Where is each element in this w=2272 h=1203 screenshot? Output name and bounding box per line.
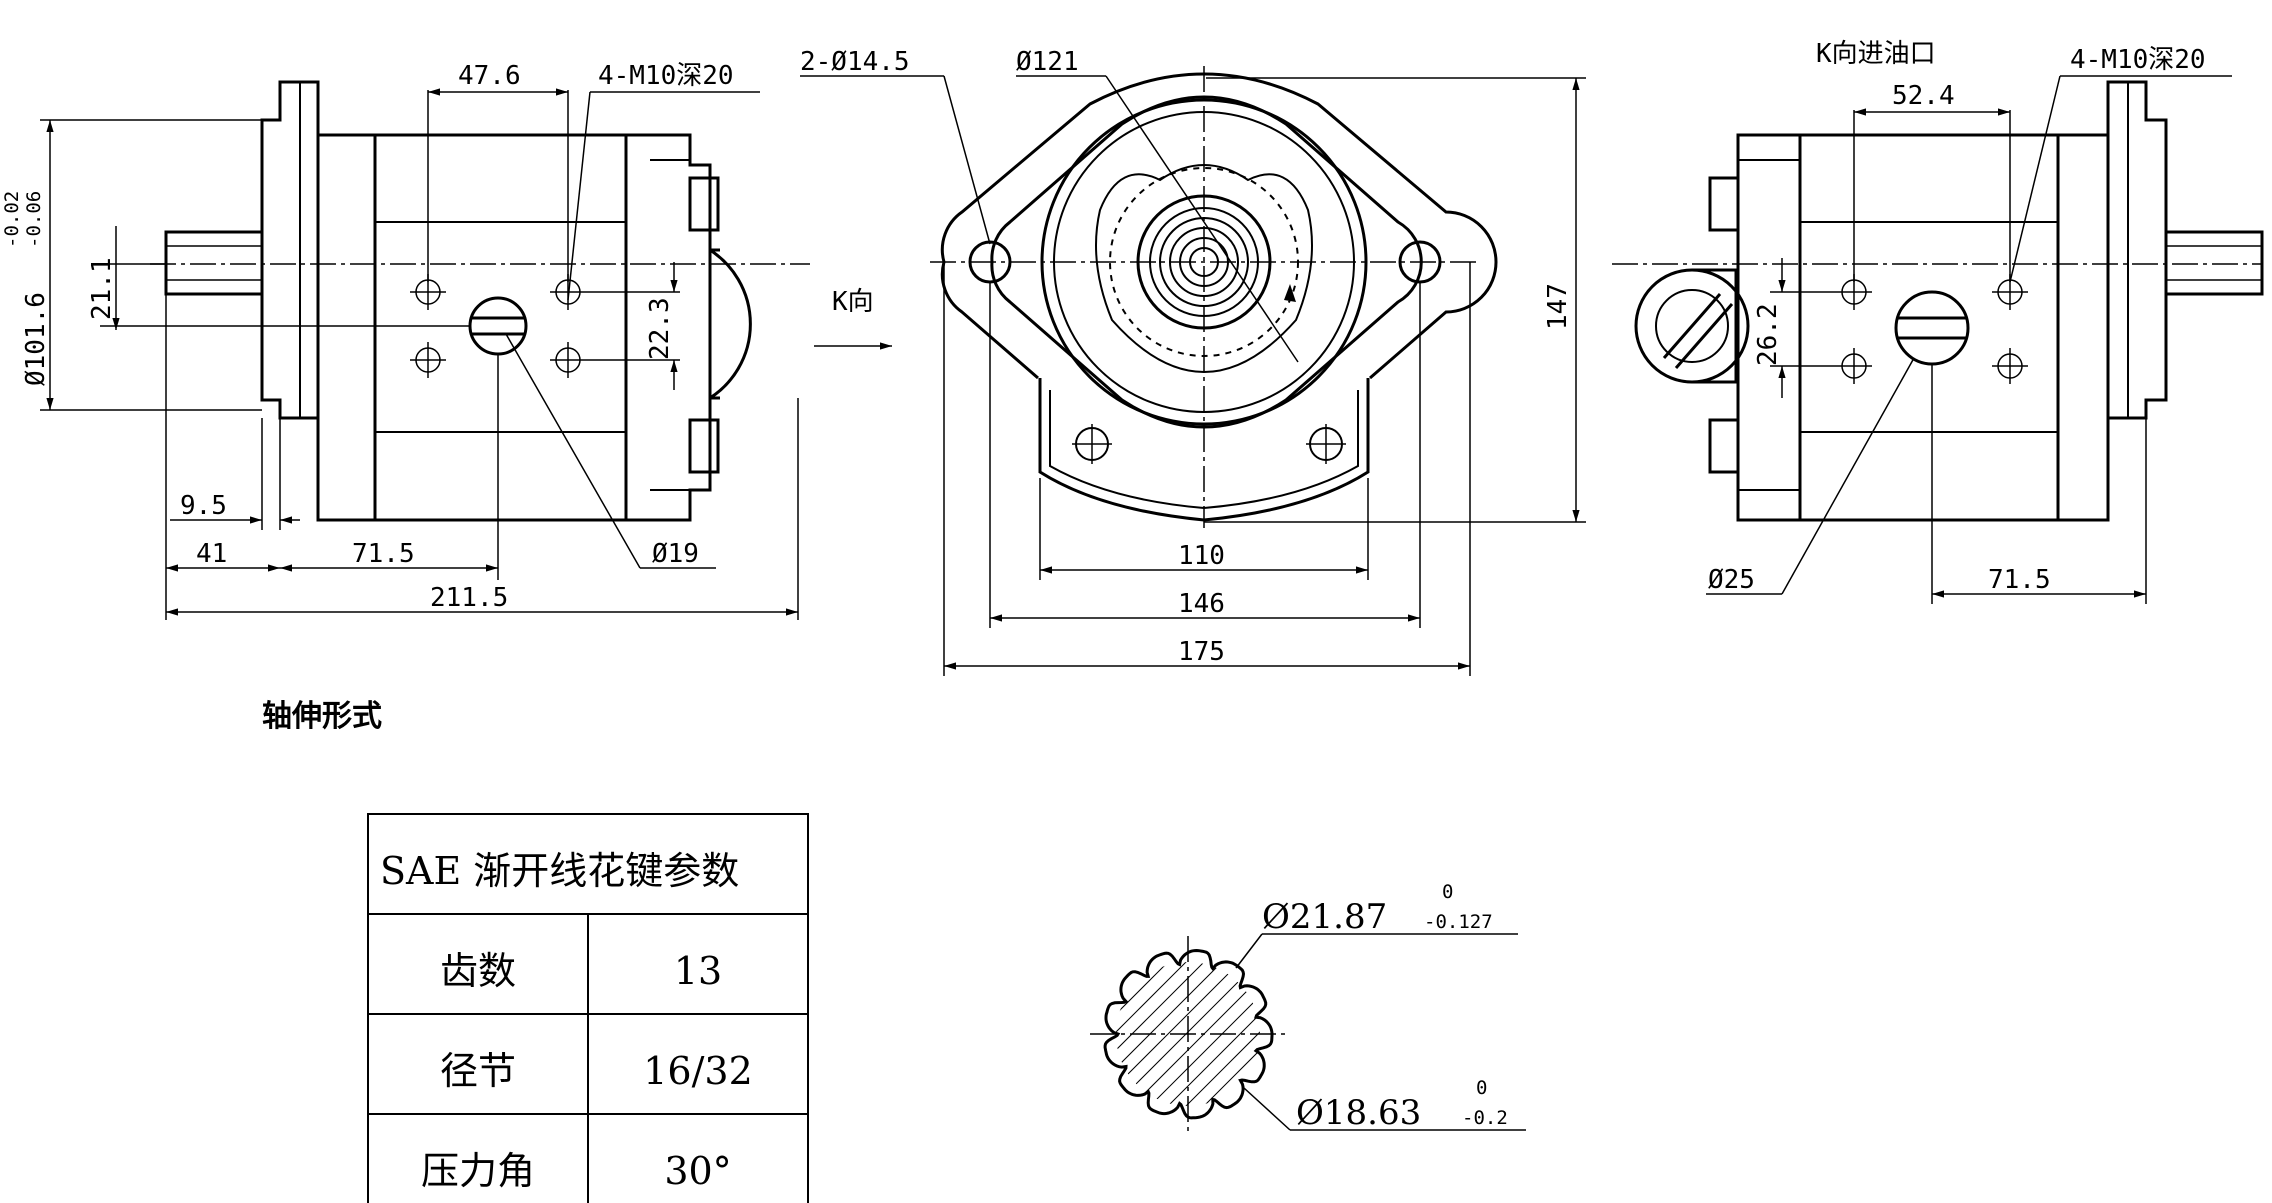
center-dim-pilot-dia: Ø121 bbox=[1016, 47, 1079, 77]
right-dim-71-5: 71.5 bbox=[1988, 565, 2051, 595]
left-dim-flange-tol-upper: -0.02 bbox=[1, 191, 23, 248]
left-dim-21-1: 21.1 bbox=[87, 257, 117, 320]
spline-row-value: 16/32 bbox=[643, 1049, 753, 1093]
spline-minor-tol-upper: 0 bbox=[1476, 1077, 1487, 1099]
spline-row-value: 30° bbox=[664, 1149, 731, 1193]
left-dim-22-3: 22.3 bbox=[645, 297, 675, 360]
section-hatch-line bbox=[1116, 962, 1197, 1106]
spline-parameter-table: SAE 渐开线花键参数 齿数 13 径节 16/32 压力角 30° bbox=[367, 813, 809, 1203]
spline-row-label: 径节 bbox=[440, 1049, 516, 1093]
right-view: K向进油口 bbox=[1612, 39, 2264, 604]
left-dim-flange-dia: Ø101.6 bbox=[21, 292, 51, 386]
spline-row-label: 压力角 bbox=[421, 1149, 535, 1193]
k-view-arrow-label: K向 bbox=[832, 287, 874, 317]
spline-major-tol-upper: 0 bbox=[1442, 881, 1453, 903]
section-hatch-line bbox=[906, 934, 1106, 1134]
center-dim-mount-holes: 2-Ø14.5 bbox=[800, 47, 910, 77]
section-hatch-line bbox=[888, 934, 1088, 1134]
right-dim-port-dia: Ø25 bbox=[1708, 565, 1755, 595]
spline-major-tol-lower: -0.127 bbox=[1424, 911, 1493, 933]
section-hatch-line bbox=[1139, 962, 1260, 1106]
spline-row-value: 13 bbox=[674, 949, 722, 993]
right-dim-26-2: 26.2 bbox=[1753, 303, 1783, 366]
left-dim-9-5: 9.5 bbox=[180, 491, 227, 521]
spline-section: Ø21.87 0 -0.127 Ø18.63 0 -0.2 bbox=[888, 881, 1526, 1134]
left-dim-47-6: 47.6 bbox=[458, 61, 521, 91]
center-view: 2-Ø14.5 Ø121 147 110 146 175 bbox=[800, 47, 1586, 676]
left-dim-port-dia: Ø19 bbox=[652, 539, 699, 569]
spline-row-label: 齿数 bbox=[440, 949, 516, 993]
section-hatch-line bbox=[1175, 962, 1260, 1106]
left-dim-flange-tol-lower: -0.06 bbox=[23, 191, 45, 248]
left-dim-tapped-holes: 4-M10深20 bbox=[598, 61, 734, 91]
center-dim-147: 147 bbox=[1543, 283, 1573, 330]
shaft-form-caption: 轴伸形式 bbox=[262, 699, 382, 734]
center-dim-146: 146 bbox=[1178, 589, 1225, 619]
left-view: 47.6 4-M10深20 Ø101.6 -0.02 -0.06 21.1 22… bbox=[1, 61, 892, 620]
right-dim-52-4: 52.4 bbox=[1892, 81, 1955, 111]
section-hatch-line bbox=[1116, 962, 1215, 1106]
center-dim-175: 175 bbox=[1178, 637, 1225, 667]
spline-minor-dia: Ø18.63 bbox=[1296, 1093, 1421, 1133]
right-dim-tapped-holes: 4-M10深20 bbox=[2070, 45, 2206, 75]
spline-minor-tol-lower: -0.2 bbox=[1462, 1107, 1508, 1129]
left-dim-71-5: 71.5 bbox=[352, 539, 415, 569]
right-view-title: K向进油口 bbox=[1816, 39, 1936, 69]
left-dim-211-5: 211.5 bbox=[430, 583, 508, 613]
spline-major-dia: Ø21.87 bbox=[1262, 897, 1387, 937]
center-dim-110: 110 bbox=[1178, 541, 1225, 571]
spline-outline bbox=[1103, 948, 1274, 1120]
left-dim-41: 41 bbox=[196, 539, 227, 569]
spline-table-title: SAE 渐开线花键参数 bbox=[380, 849, 739, 893]
